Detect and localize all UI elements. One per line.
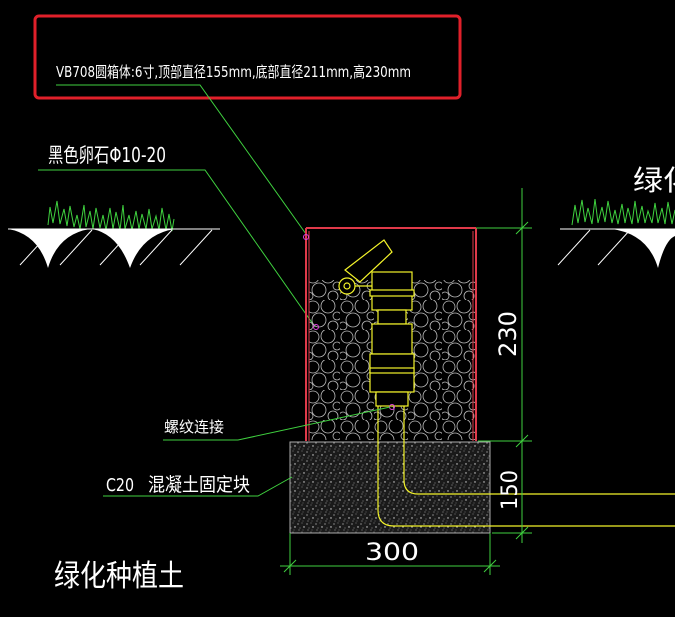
- block-height-dimension: 150: [498, 470, 523, 510]
- valve-box-label: VB708圆箱体:6寸,顶部直径155mm,底部直径211mm,高230mm: [56, 63, 411, 81]
- grass-right: [571, 198, 675, 226]
- valve-box-leader: [56, 84, 307, 235]
- highlight-frame: [33, 14, 462, 100]
- grass-left: [47, 200, 175, 232]
- concrete-grade-label: C20: [106, 475, 134, 496]
- gravel-leader: [38, 169, 316, 328]
- anchor-point: [303, 234, 309, 240]
- block-width-dimension: 300: [365, 538, 419, 566]
- supply-pipe: [377, 406, 675, 527]
- anchor-point-2: [313, 324, 319, 330]
- concrete-block: [289, 441, 491, 534]
- box-height-dimension: 230: [494, 311, 522, 357]
- dimension-lines-vertical: [476, 188, 532, 543]
- ground-mounds-left: [8, 228, 220, 268]
- concrete-label: 混凝土固定块: [148, 474, 250, 496]
- ground-mounds-right: [560, 228, 675, 268]
- soil-label: 绿化种植土: [54, 559, 184, 594]
- dimension-lines-horizontal: [280, 533, 500, 575]
- right-partial-label: 绿化: [633, 164, 675, 197]
- thread-label: 螺纹连接: [164, 418, 224, 436]
- thread-leader: [163, 406, 391, 441]
- soil-hatch-left: [19, 229, 213, 266]
- gravel-label: 黑色卵石Φ10-20: [48, 143, 166, 167]
- soil-hatch-right: [557, 229, 631, 266]
- quick-coupling-valve: [338, 239, 415, 407]
- concrete-leader: [103, 476, 293, 497]
- valve-box-walls: [305, 227, 477, 441]
